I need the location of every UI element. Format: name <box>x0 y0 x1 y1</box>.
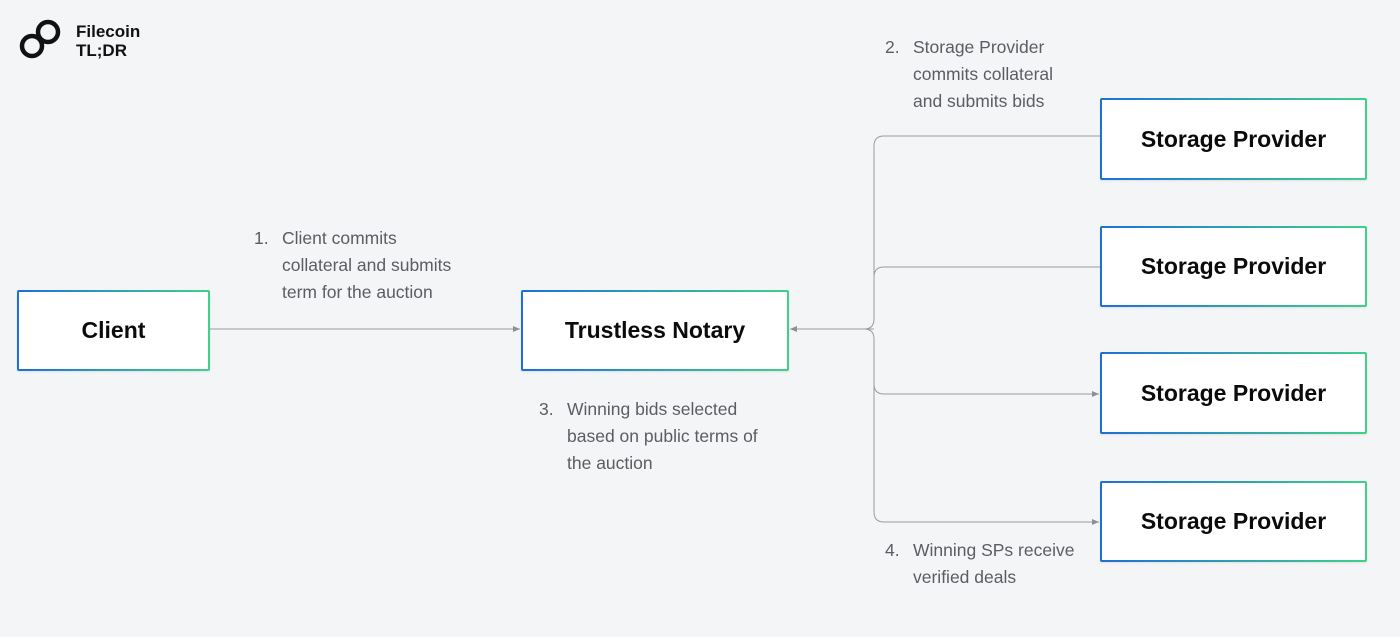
storage-provider-node-3: Storage Provider <box>1100 352 1367 434</box>
provider-1-connector <box>863 135 1100 330</box>
client-node: Client <box>17 290 210 371</box>
step-4-note: 4. Winning SPs receive verified deals <box>885 537 1074 591</box>
brand-logo: Filecoin TL;DR <box>18 18 140 62</box>
step-1-text: Client commits collateral and submits te… <box>282 228 452 302</box>
trustless-notary-node: Trustless Notary <box>521 290 789 371</box>
step-3-number: 3. <box>539 399 554 419</box>
brand-name-line2: TL;DR <box>76 41 127 60</box>
step-2-note: 2. Storage Provider commits collateral a… <box>885 34 1053 115</box>
step-4-text: Winning SPs receive verified deals <box>913 540 1075 587</box>
step-1-note: 1. Client commits collateral and submits… <box>254 225 451 306</box>
step-1-number: 1. <box>254 228 269 248</box>
storage-provider-node-2: Storage Provider <box>1100 226 1367 307</box>
step-3-note: 3. Winning bids selected based on public… <box>539 396 758 477</box>
brand-name: Filecoin TL;DR <box>76 22 140 60</box>
step-4-number: 4. <box>885 540 900 560</box>
provider-2-connector <box>873 266 1100 319</box>
filecoin-logo-icon <box>18 18 62 62</box>
step-2-number: 2. <box>885 37 900 57</box>
storage-provider-node-1: Storage Provider <box>1100 98 1367 180</box>
brand-name-line1: Filecoin <box>76 22 141 41</box>
storage-provider-node-4: Storage Provider <box>1100 481 1367 562</box>
provider-3-connector <box>863 328 1099 397</box>
step-3-text: Winning bids selected based on public te… <box>567 399 758 473</box>
provider-4-connector <box>873 384 1099 525</box>
step-2-text: Storage Provider commits collateral and … <box>913 37 1054 111</box>
